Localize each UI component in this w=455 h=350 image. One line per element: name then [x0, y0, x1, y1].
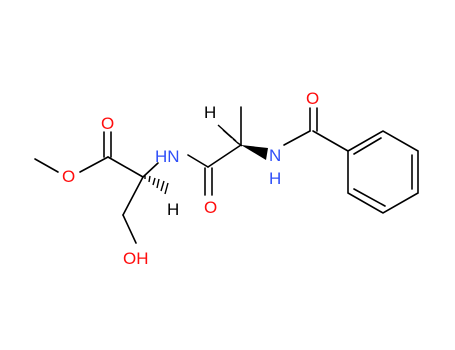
hashed-wedge-left — [144, 175, 169, 195]
bonds — [34, 106, 349, 244]
benzene-inner-1 — [353, 137, 382, 155]
bond-nh-amide-c — [187, 154, 209, 168]
hashed-wedge-right — [217, 124, 243, 147]
atom-labels: O O HN H OH O H N H O — [62, 89, 319, 268]
atom-o-benzoyl: O — [306, 89, 319, 108]
benzene-inner-3 — [353, 188, 386, 207]
bond-methyl-o — [34, 158, 59, 173]
bond-alpha-ch2 — [122, 176, 144, 216]
atom-oh: OH — [123, 249, 149, 268]
benzene-ring — [347, 130, 419, 214]
atom-o-ester-carbonyl: O — [101, 114, 114, 133]
bond-ester-c-alpha — [107, 156, 144, 178]
bond-n-benzoyl-c — [283, 130, 311, 146]
bond-o-ester-c — [79, 156, 109, 173]
bond-benzoyl-c-ring — [312, 130, 349, 152]
atom-n-right: N — [269, 146, 281, 165]
atom-h-on-n-right: H — [269, 169, 281, 188]
bond-amide-c-alpha2 — [207, 144, 242, 168]
atom-nh-left: HN — [155, 147, 180, 166]
bond-ch2-oh — [122, 214, 137, 244]
stereo-wedges — [144, 124, 268, 195]
atom-h-stereo-right: H — [204, 103, 216, 122]
bold-wedge-right — [241, 145, 268, 160]
atom-o-ester-single: O — [62, 167, 75, 186]
bond-alpha-nh — [142, 162, 159, 178]
atom-h-stereo-left: H — [167, 200, 179, 219]
benzene-outer — [347, 130, 419, 214]
atom-o-amide-middle: O — [204, 198, 217, 217]
